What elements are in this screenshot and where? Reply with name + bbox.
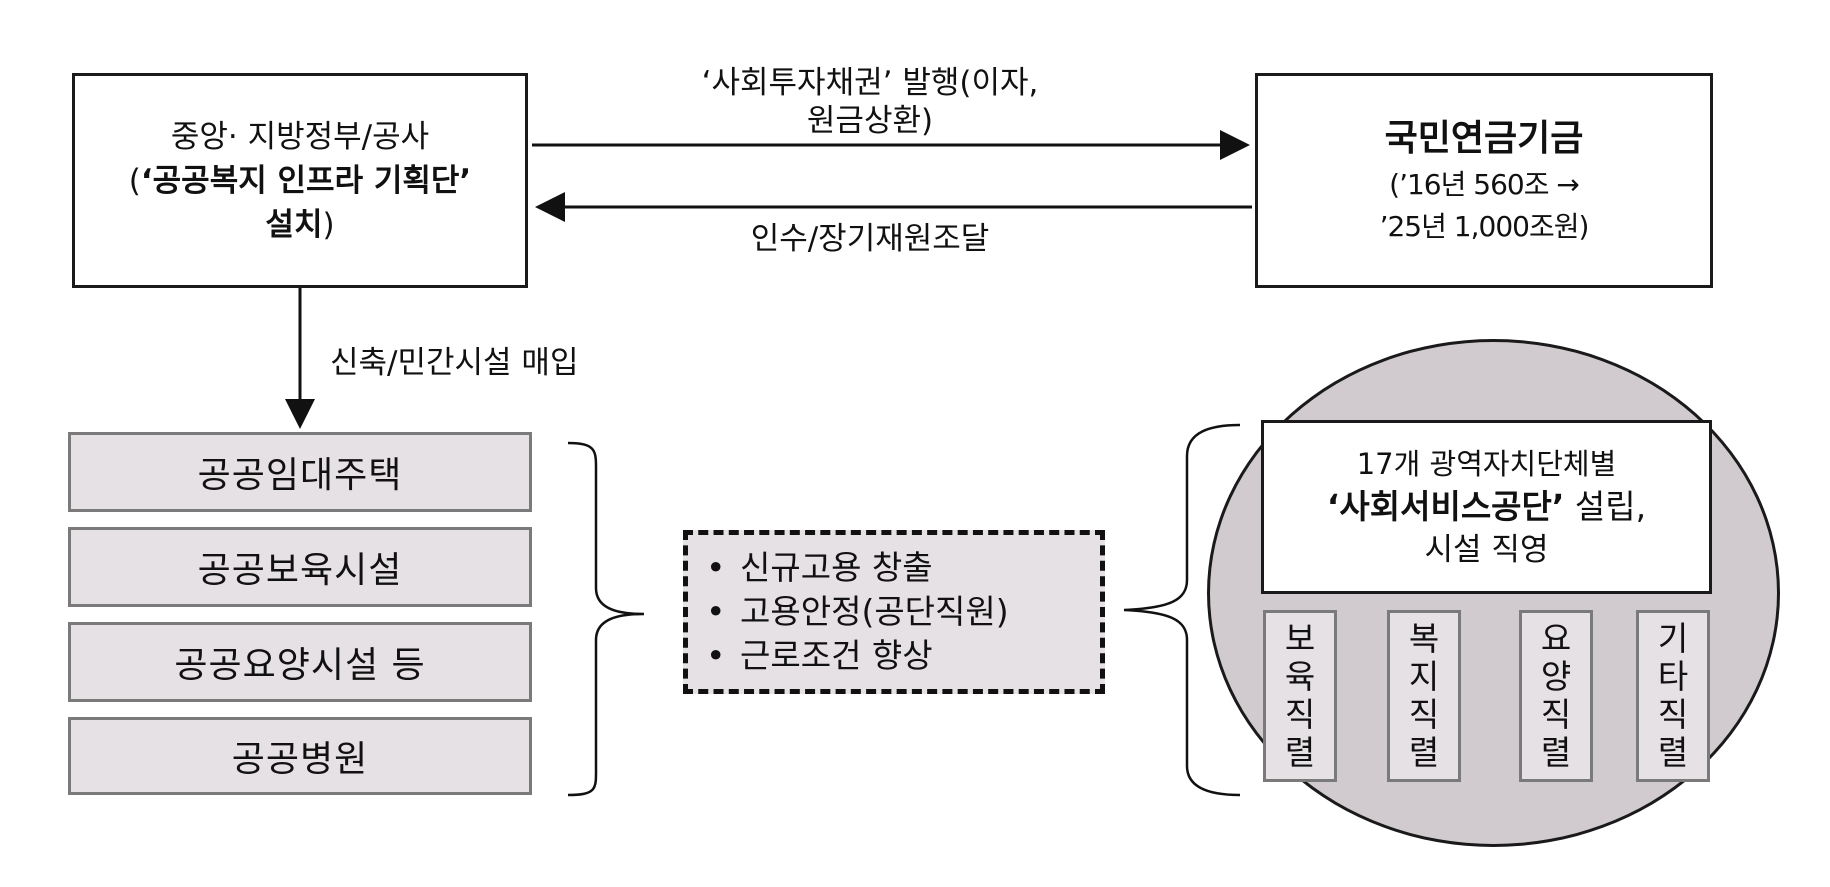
effect-item: •고용안정(공단직원) bbox=[706, 592, 1009, 631]
government-paren-open: ( bbox=[128, 162, 141, 199]
job-type-welfare: 복지직렬 bbox=[1387, 610, 1461, 782]
agency-region-count: 17개 광역자치단체별 bbox=[1356, 447, 1617, 481]
facility-public-childcare: 공공보육시설 bbox=[68, 527, 532, 607]
bond-issue-label-line1: ‘사회투자채권’ 발행(이자, bbox=[701, 65, 1039, 101]
government-box: 중앙· 지방정부/공사 (‘공공복지 인프라 기획단’ 설치) bbox=[72, 73, 528, 288]
facility-public-hospital: 공공병원 bbox=[68, 717, 532, 795]
acquire-funding-label: 인수/장기재원조달 bbox=[750, 221, 990, 257]
agency-establish: 설립, bbox=[1564, 487, 1647, 526]
agency-name: ‘사회서비스공단’ bbox=[1326, 487, 1565, 526]
agency-direct-operation: 시설 직영 bbox=[1424, 532, 1549, 568]
job-type-nursing: 요양직렬 bbox=[1519, 610, 1593, 782]
job-type-childcare: 보육직렬 bbox=[1263, 610, 1337, 782]
effect-item: •신규고용 창출 bbox=[706, 548, 933, 587]
pension-fund-title: 국민연금기금 bbox=[1384, 117, 1584, 159]
build-purchase-label: 신축/민간시설 매입 bbox=[330, 345, 579, 381]
bond-issue-label: ‘사회투자채권’ 발행(이자, 원금상환) bbox=[640, 64, 1100, 140]
employment-effects-box: •신규고용 창출 •고용안정(공단직원) •근로조건 향상 bbox=[683, 530, 1105, 694]
planning-group-name: ‘공공복지 인프라 기획단’ bbox=[140, 162, 472, 199]
facility-public-nursing: 공공요양시설 등 bbox=[68, 622, 532, 702]
social-service-agency-box: 17개 광역자치단체별 ‘사회서비스공단’ 설립, 시설 직영 bbox=[1261, 420, 1712, 594]
bond-issue-label-line2: 원금상환) bbox=[806, 103, 934, 139]
facility-public-rental-housing: 공공임대주택 bbox=[68, 432, 532, 512]
government-paren-close: ) bbox=[322, 206, 335, 243]
pension-fund-size-2016: (’16년 560조 → bbox=[1389, 167, 1580, 201]
effect-item: •근로조건 향상 bbox=[706, 636, 933, 675]
agency-brace bbox=[1123, 423, 1241, 797]
job-type-other: 기타직렬 bbox=[1636, 610, 1710, 782]
facilities-brace bbox=[567, 441, 645, 797]
establish-label: 설치 bbox=[265, 206, 323, 243]
pension-fund-box: 국민연금기금 (’16년 560조 → ’25년 1,000조원) bbox=[1255, 73, 1713, 288]
government-title: 중앙· 지방정부/공사 bbox=[170, 118, 430, 155]
pension-fund-size-2025: ’25년 1,000조원) bbox=[1379, 209, 1590, 243]
